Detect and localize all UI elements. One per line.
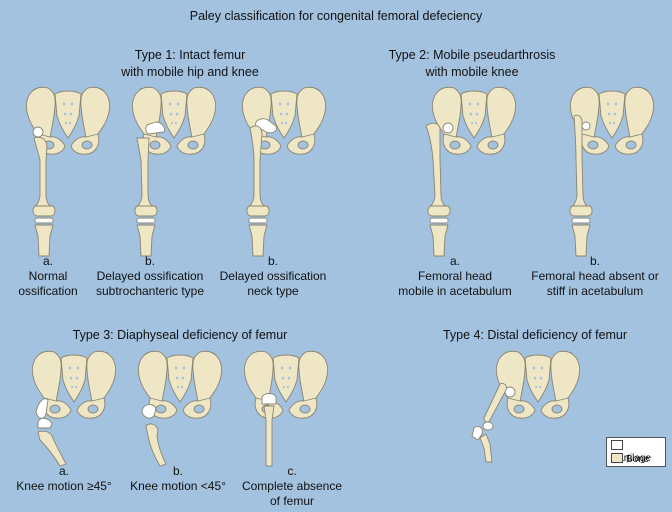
type3c-line1: Complete absence	[241, 479, 343, 493]
type1b-subtrochanteric-line1: Delayed ossification	[96, 269, 204, 283]
bone-swatch	[611, 453, 623, 463]
cartilage-swatch	[611, 440, 623, 450]
type2b-letter: b.	[589, 254, 600, 268]
type2b-line2: stiff in acetabulum	[546, 284, 644, 298]
type1a-line1: Normal	[28, 269, 68, 283]
legend-bone: Bone	[611, 453, 649, 465]
type3-heading: Type 3: Diaphyseal deficiency of femur	[72, 328, 288, 342]
type2-heading-line1: Type 2: Mobile pseudarthrosis	[388, 48, 556, 62]
type1b-neck-line1: Delayed ossification	[219, 269, 327, 283]
type2a-line2: mobile in acetabulum	[398, 284, 512, 298]
type1b-neck-line2: neck type	[247, 284, 299, 298]
type1b-subtrochanteric-letter: b.	[144, 254, 155, 268]
type2a-letter: a.	[449, 254, 460, 268]
figure-title: Paley classification for congenital femo…	[189, 9, 483, 23]
type1-heading-line1: Type 1: Intact femur	[134, 48, 246, 62]
legend-cartilage: Cartilage	[611, 440, 665, 464]
type2b-line1: Femoral head absent or	[531, 269, 659, 283]
legend-bone-label: Bone	[626, 454, 650, 465]
type3c-letter: c.	[287, 464, 297, 478]
type3a-letter: a.	[58, 464, 69, 478]
type1b-neck-letter: b.	[267, 254, 278, 268]
type3b-line1: Knee motion <45°	[130, 479, 226, 493]
type4-heading: Type 4: Distal deficiency of femur	[442, 328, 628, 342]
legend-cartilage-label: Cartilage	[611, 453, 652, 464]
type1a-line2: ossification	[18, 284, 78, 298]
legend: Cartilage Bone	[606, 437, 666, 467]
type2-heading-line2: with mobile knee	[425, 65, 519, 79]
type1a-letter: a.	[42, 254, 53, 268]
type1-heading-line2: with mobile hip and knee	[121, 65, 259, 79]
type1b-subtrochanteric-line2: subtrochanteric type	[95, 284, 205, 298]
type3c-line2: of femur	[269, 494, 314, 508]
type3a-line1: Knee motion ≥45°	[16, 479, 112, 493]
type2a-line1: Femoral head	[417, 269, 493, 283]
type3b-letter: b.	[172, 464, 183, 478]
